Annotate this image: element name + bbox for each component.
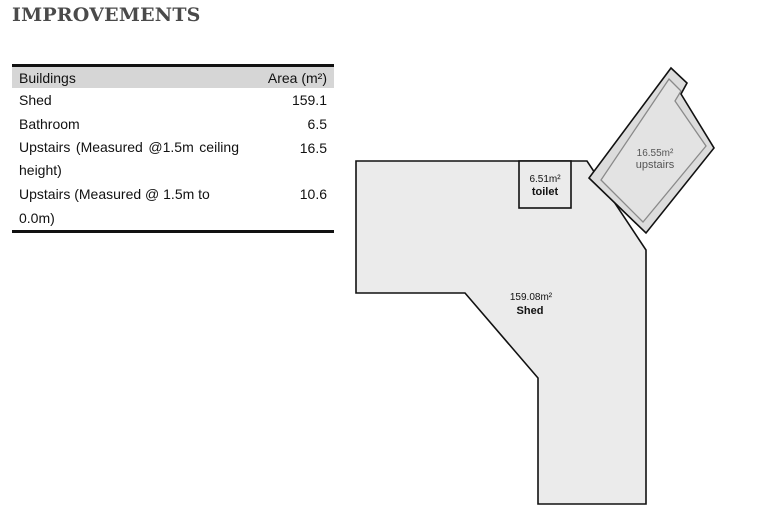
shed-name-label: Shed bbox=[517, 305, 544, 317]
building-name: Shed bbox=[19, 92, 52, 108]
building-name: Upstairs (Measured @ 1.5m to 0.0m) bbox=[12, 182, 246, 233]
shed-area-label: 159.08m² bbox=[510, 292, 553, 303]
page-heading: IMPROVEMENTS bbox=[12, 4, 201, 26]
table-row: Shed 159.1 bbox=[12, 88, 334, 112]
upstairs-name-label: upstairs bbox=[636, 159, 675, 171]
toilet-name-label: toilet bbox=[532, 186, 559, 198]
building-area: 159.1 bbox=[291, 92, 327, 108]
table-row: Bathroom 6.5 bbox=[12, 112, 334, 136]
upstairs-area-label: 16.55m² bbox=[637, 148, 674, 159]
shed-outline bbox=[355, 160, 647, 505]
table-header-row: Buildings Area (m²) bbox=[12, 64, 334, 88]
table-row: Upstairs (Measured @ 1.5m to 0.0m) 10.6 bbox=[12, 182, 334, 233]
building-area: 6.5 bbox=[307, 116, 327, 132]
building-name: Upstairs (Measured @1.5m ceiling height) bbox=[19, 139, 239, 178]
toilet-area-label: 6.51m² bbox=[529, 174, 561, 185]
upstairs-inner-outline bbox=[600, 77, 707, 223]
building-area: 16.5 bbox=[299, 140, 327, 156]
column-header-area: Area (m²) bbox=[246, 64, 334, 88]
building-name: Bathroom bbox=[19, 116, 80, 132]
table-row: Upstairs (Measured @1.5m ceiling height)… bbox=[12, 136, 334, 182]
toilet-outline bbox=[518, 160, 572, 209]
improvements-table: Buildings Area (m²) Shed 159.1 Bathroom … bbox=[12, 64, 334, 233]
building-area: 10.6 bbox=[246, 182, 334, 233]
column-header-buildings: Buildings bbox=[12, 64, 246, 88]
